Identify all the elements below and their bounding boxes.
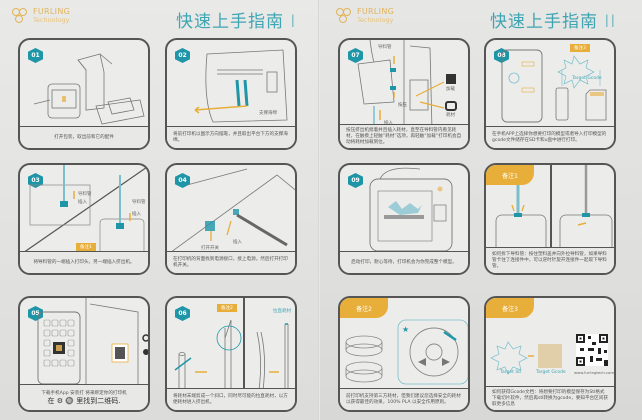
feed-tube-label: 导料管 — [132, 200, 146, 205]
sponge-label: 支撑海绵 — [259, 111, 277, 116]
note-tab: 备注2 — [340, 298, 388, 318]
step-09-panel: 09 启动打印，耐心等待，打印机会为你完成整个模型。 — [338, 163, 470, 275]
printing-illustration — [369, 167, 453, 252]
brand-tagline: Technology — [357, 16, 394, 24]
step-03-panel: 03 导料管 插入 导料管 插入 备注1 将导料管的一端插入打印头，另一端插入挤… — [18, 163, 150, 275]
caption-main: 在 ⚙ 🔘 里找到二维码. — [47, 397, 121, 405]
feed-tube-label: 导料管 — [78, 192, 92, 197]
note-tab: 备注3 — [486, 298, 534, 318]
note-tab: 备注1 — [486, 165, 534, 185]
brand-tagline: Technology — [33, 16, 70, 24]
note-1-panel: 备注1 如何拆下导料管：按住塑料盖并向外拉导料管，如果导料管卡住了连接件中，可以… — [484, 163, 616, 275]
note-chip: 备注3 — [570, 44, 590, 52]
step-08-panel: 08 备注3 Target Gcode 在手机APP上选择你想要打印的模型或者导… — [484, 38, 616, 150]
step-badge: 01 — [28, 48, 43, 63]
step-caption: 打开包装，取出前和它的配件 — [20, 126, 148, 148]
step-07-panel: 07 导料管 按压 插入 耗材 加载 按压挤出机摁着并且插入耗材，直至在导料管内… — [338, 38, 470, 150]
step-caption: 下载手机App 安装打 将来绑定你的打印机 在 ⚙ 🔘 里找到二维码. — [20, 384, 148, 410]
insert-label: 插入 — [132, 212, 141, 217]
insert-label: 插入 — [384, 120, 393, 126]
remove-tube-illustration — [495, 165, 613, 253]
filament-label: 耗材 — [446, 113, 455, 118]
panel-divider — [550, 165, 552, 253]
step-caption: 在打印机的背面找到电源接口，接上电源，然后打开打印机开关。 — [167, 251, 295, 273]
brand-name: FURLING — [33, 7, 71, 16]
gcode-conversion-illustration — [490, 334, 608, 375]
app-qr-illustration — [37, 298, 148, 388]
step-badge: 07 — [348, 48, 363, 63]
logo-icon — [336, 8, 354, 24]
load-label: 加载 — [446, 87, 455, 92]
target-stl-label: Target Stl — [500, 370, 522, 375]
step-caption: 如何获得Gcode文档：将想要打印的模型保存为Stl格式下载切片软件，然后再st… — [486, 386, 614, 410]
step-caption: 如何拆下导料管：按住塑料盖并向外拉导料管，如果导料管卡住了连接件中，可以逆时针旋… — [486, 247, 614, 273]
step-caption: 在手机APP上选择你想要打印的模型或者导入打印模型的gcode文件储存在SD卡和… — [486, 126, 614, 148]
printer-unboxing-illustration — [33, 53, 145, 125]
logo-icon — [12, 8, 30, 24]
step-02-panel: 02 支撑海绵 将前打印机以图示方向摆靠，并且取出平台下方的支撑海绵。 — [165, 38, 297, 150]
step-badge: 06 — [175, 306, 190, 321]
filament-cut-illustration — [174, 319, 289, 390]
step-05-panel: 05 下载手机App 安装打 将来绑定你的打印机 在 ⚙ 🔘 里找到二维码. — [18, 296, 150, 412]
step-01-panel: 01 打开包装，取出前和它的配件 — [18, 38, 150, 150]
page-title-left: 快速上手指南 I — [176, 12, 297, 32]
panel-divider — [243, 298, 245, 390]
power-port-illustration — [167, 168, 295, 255]
website-label: www.furlingtech.com.cn — [574, 370, 616, 375]
power-switch-label: 打开开关 — [201, 246, 219, 251]
page-title-right: 快速上手指南 II — [490, 12, 617, 32]
note-chip: 备注2 — [217, 304, 237, 312]
feed-tube-label: 导料管 — [378, 45, 392, 50]
brand-name: FURLING — [357, 7, 395, 16]
step-badge: 08 — [494, 48, 509, 63]
step-caption: 启动打印，耐心等待，打印机会为你完成整个模型。 — [340, 251, 468, 273]
filament-spool-illustration: ★ — [345, 319, 468, 385]
step-badge: 05 — [28, 306, 43, 321]
step-badge: 04 — [175, 173, 190, 188]
target-gcode-label: Target Gcode — [536, 370, 566, 375]
step-caption: 前打印机支持第三方耗材，但我们建议您选择安全的耗材以获得最佳的效果，100% P… — [340, 388, 468, 410]
insert-label: 插入 — [78, 200, 87, 205]
note-chip: 备注1 — [76, 243, 96, 251]
note-3-panel: 备注3 Target Stl Target Gcode www.furlingt… — [484, 296, 616, 412]
step-badge: 09 — [348, 173, 363, 188]
step-caption: 将耗材末端剪成一个斜口，同时尽可能的拉直耗材，以方便耗材进入挤出机。 — [167, 388, 295, 410]
insert-label: 插入 — [233, 240, 242, 245]
step-caption: 将导料管的一端插入打印头，另一端插入挤出机。 — [20, 251, 148, 273]
step-caption: 按压挤出机摁着并且插入耗材，直至在导料管内看见耗材，在触摸上轻触“耗材”选项，再… — [340, 124, 468, 148]
step-04-panel: 04 打开开关 插入 在打印机的背面找到电源接口，接上电源，然后打开打印机开关。 — [165, 163, 297, 275]
straighten-label: 拉直耗材 — [273, 309, 291, 314]
note-2-panel: 备注2 ★ 前打印机支持第三方耗材，但我们建议您选择安全的耗材以获得最佳的效果，… — [338, 296, 470, 412]
svg-text:★: ★ — [402, 325, 409, 334]
caption-top: 下载手机App 安装打 将来绑定你的打印机 — [41, 391, 127, 396]
step-06-panel: 06 备注2 拉直耗材 将耗材末端剪成一个斜口，同时尽可能的拉直耗材，以方便耗材… — [165, 296, 297, 412]
step-caption: 将前打印机以图示方向摆靠，并且取出平台下方的支撑海绵。 — [167, 126, 295, 148]
step-badge: 03 — [28, 173, 43, 188]
printer-sponge-illustration — [194, 49, 288, 123]
press-label: 按压 — [398, 103, 407, 108]
feed-tube-illustration — [20, 165, 148, 255]
app-sd-usb-illustration — [501, 49, 607, 123]
step-badge: 02 — [175, 48, 190, 63]
target-gcode-label: Target Gcode — [572, 76, 602, 81]
